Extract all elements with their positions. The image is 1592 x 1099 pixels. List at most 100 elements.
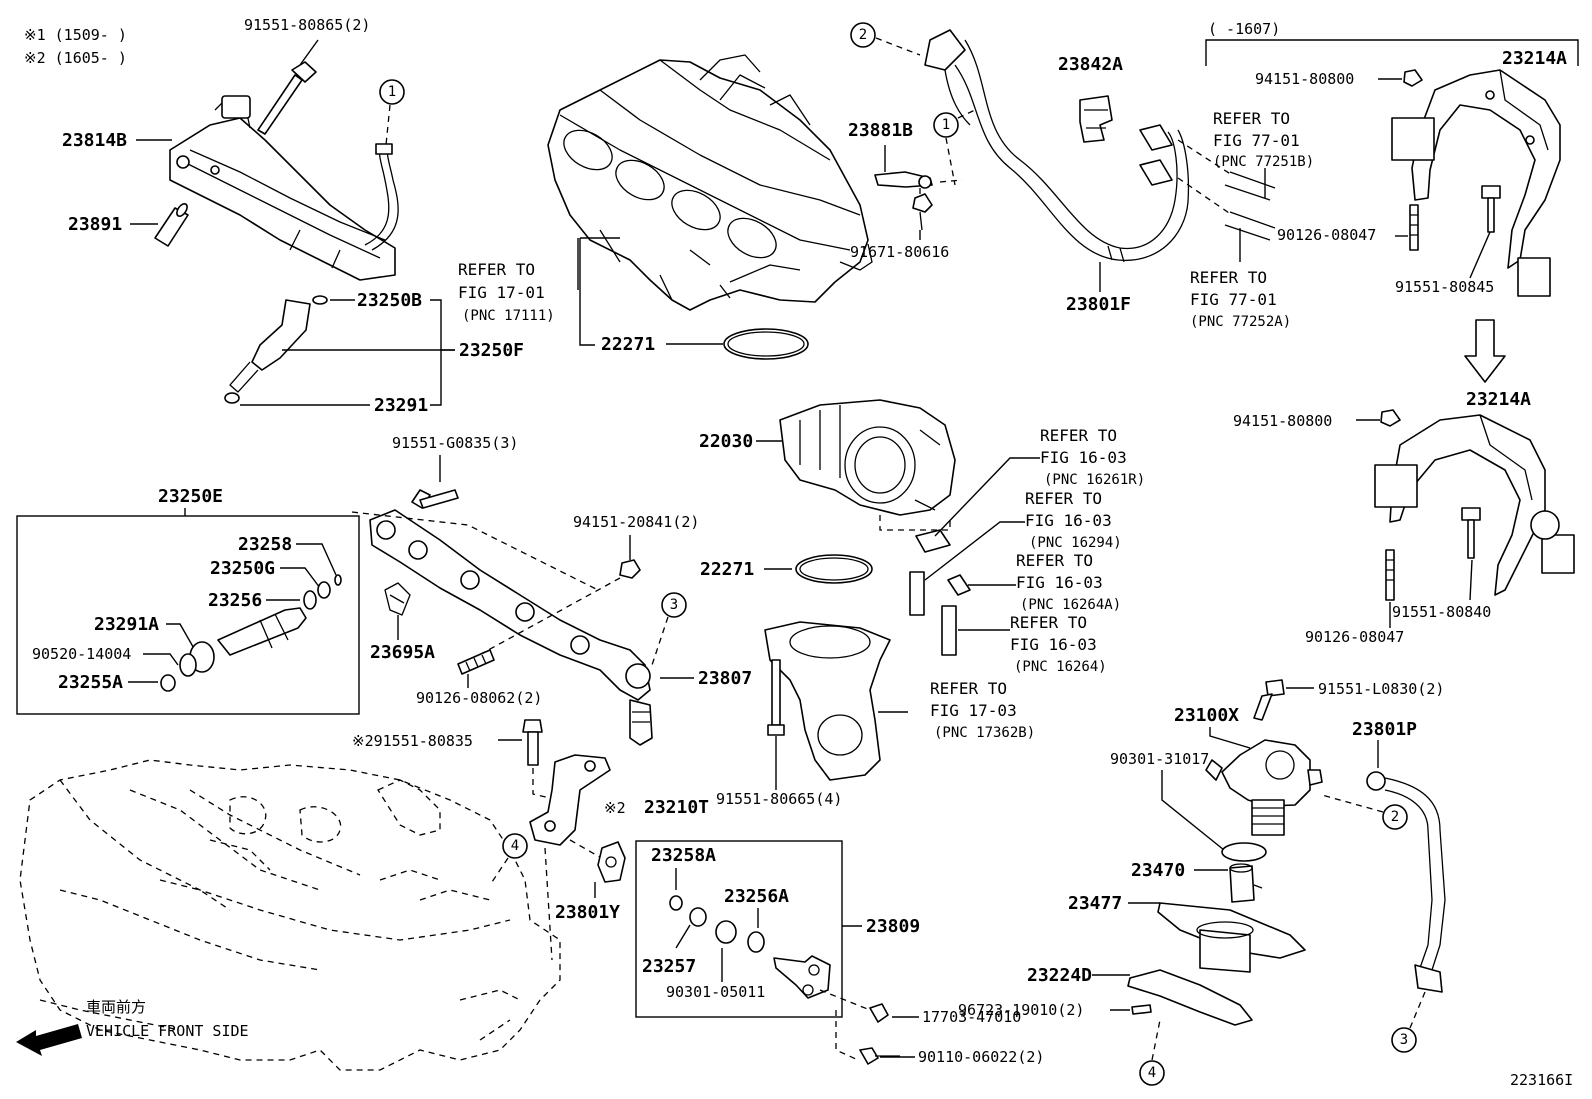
- label-23250B: 23250B: [357, 290, 422, 311]
- ref-77-a-pnc: (PNC 77251B): [1213, 154, 1314, 170]
- label-90301-31017: 90301-31017: [1110, 750, 1209, 768]
- label-90126-08047-lower: 90126-08047: [1305, 628, 1404, 646]
- fuel-pipe-23801P: [1366, 771, 1446, 993]
- label-23250F: 23250F: [459, 340, 524, 361]
- gasket-23224D: [1127, 969, 1253, 1026]
- label-23291: 23291: [374, 395, 428, 416]
- ref-16-b-l2: FIG 16-03: [1025, 511, 1112, 530]
- range-bracket: ( -1607): [1205, 20, 1579, 66]
- ref-fig-16-03-d: REFER TO FIG 16-03 (PNC 16264): [1010, 613, 1107, 675]
- label-23291A: 23291A: [94, 614, 159, 635]
- label-23801Y: 23801Y: [555, 902, 620, 923]
- bolt-91551-80835: [522, 719, 543, 766]
- label-94151-80800-lower: 94151-80800: [1233, 412, 1332, 430]
- ref-17-03-l1: REFER TO: [930, 679, 1007, 698]
- ref-fig-16-03-c: REFER TO FIG 16-03 (PNC 16264A): [1016, 551, 1121, 613]
- oring-90301-31017: [1221, 842, 1267, 862]
- label-23256A: 23256A: [724, 886, 789, 907]
- sensor-kit-box-23809: [635, 840, 843, 1018]
- label-23470: 23470: [1131, 860, 1185, 881]
- label-91551-80845: 91551-80845: [1395, 278, 1494, 296]
- ref-17-03-l2: FIG 17-03: [930, 701, 1017, 720]
- ref-17-01-l2: FIG 17-01: [458, 283, 545, 302]
- label-91551-80665: 91551-80665(4): [716, 790, 842, 808]
- vehicle-front-indicator: 車両前方 VEHICLE FRONT SIDE: [16, 998, 249, 1056]
- label-91551-L0830: 91551-L0830(2): [1318, 680, 1444, 698]
- housing-23477: [1157, 902, 1306, 973]
- circle-1-mid: 1: [942, 117, 950, 133]
- label-23891: 23891: [68, 214, 122, 235]
- ref-fig-17-03: REFER TO FIG 17-03 (PNC 17362B): [930, 679, 1035, 741]
- label-91551-80835: ※291551-80835: [352, 732, 473, 750]
- label-23695A: 23695A: [370, 642, 435, 663]
- label-23881B: 23881B: [848, 120, 913, 141]
- label-91551-80865: 91551-80865(2): [244, 16, 370, 34]
- circle-2-right: 2: [1391, 809, 1399, 825]
- label-23814B: 23814B: [62, 130, 127, 151]
- stud-90126-08047-upper: [1409, 204, 1419, 251]
- gasket-22271-top: [723, 328, 809, 360]
- bolt-91551-G0835: [411, 489, 459, 509]
- fuel-pump-23100X: [1205, 739, 1323, 836]
- vehicle-front-jp: 車両前方: [86, 998, 146, 1016]
- label-23842A: 23842A: [1058, 54, 1123, 75]
- label-90126-08047-upper: 90126-08047: [1277, 226, 1376, 244]
- circle-2-top: 2: [859, 27, 867, 43]
- circle-4-right: 4: [1148, 1065, 1156, 1081]
- bracket-23214A-upper: [1391, 69, 1561, 297]
- label-23214A-lower: 23214A: [1466, 389, 1531, 410]
- circle-1-top: 1: [388, 84, 396, 100]
- engine-block: [19, 759, 561, 1071]
- sensor-kit-parts: [669, 895, 831, 999]
- note-1: ※1 (1509- ): [24, 26, 127, 44]
- drawing-number: 223166I: [1510, 1071, 1573, 1089]
- bracket-23210T: [529, 754, 611, 846]
- label-91551-G0835: 91551-G0835(3): [392, 434, 518, 452]
- ref-16-a-l2: FIG 16-03: [1040, 448, 1127, 467]
- ref-77-a-l1: REFER TO: [1213, 109, 1290, 128]
- pin-96723-19010: [1131, 1004, 1152, 1015]
- stud-90126-08062: [457, 649, 495, 675]
- bolt-91671-80616: [912, 193, 933, 231]
- fuel-rail-23807: [369, 509, 653, 746]
- throttle-body-22030: [779, 399, 956, 516]
- clamp-23881B: [874, 171, 933, 189]
- stud-90126-08047-lower: [1385, 549, 1395, 601]
- label-23256: 23256: [208, 590, 262, 611]
- ref-fig-77-01-a: REFER TO FIG 77-01 (PNC 77251B): [1213, 109, 1314, 170]
- label-91671-80616: 91671-80616: [850, 243, 949, 261]
- label-23477: 23477: [1068, 893, 1122, 914]
- label-23210T: 23210T: [644, 797, 709, 818]
- ref-16-b-l1: REFER TO: [1025, 489, 1102, 508]
- label-94151-20841: 94151-20841(2): [573, 513, 699, 531]
- label-23809: 23809: [866, 916, 920, 937]
- label-23214A-upper: 23214A: [1502, 48, 1567, 69]
- clip-23695A: [384, 582, 411, 616]
- arrow-down: [1464, 319, 1506, 383]
- gasket-22271-mid: [795, 554, 873, 584]
- intake-manifold: [547, 54, 873, 311]
- ref-16-c-pnc: (PNC 16264A): [1020, 597, 1121, 613]
- fuel-pipe-23801F: [924, 29, 1190, 263]
- label-90520-14004: 90520-14004: [32, 645, 131, 663]
- ref-17-01-l1: REFER TO: [458, 260, 535, 279]
- ref-fig-16-03-b: REFER TO FIG 16-03 (PNC 16294): [1025, 489, 1122, 551]
- fuel-hoses-fig-77: [1177, 139, 1276, 241]
- label-96723-19010: 96723-19010(2): [958, 1001, 1084, 1019]
- ref-77-a-l2: FIG 77-01: [1213, 131, 1300, 150]
- ref-16-d-l2: FIG 16-03: [1010, 635, 1097, 654]
- vehicle-front-en: VEHICLE FRONT SIDE: [86, 1022, 249, 1040]
- intake-adapter: [764, 621, 891, 781]
- ref-77-b-pnc: (PNC 77252A): [1190, 314, 1291, 330]
- label-23100X: 23100X: [1174, 705, 1239, 726]
- circle-3-mid: 3: [670, 597, 678, 613]
- ref-fig-16-03-a: REFER TO FIG 16-03 (PNC 16261R): [1040, 426, 1145, 488]
- injector-kit-parts: [160, 574, 342, 692]
- injector-kit-box-23250E: [16, 515, 360, 715]
- label-23258A: 23258A: [651, 845, 716, 866]
- label-23255A: 23255A: [58, 672, 123, 693]
- bolt-91551-L0830: [1253, 679, 1285, 721]
- delivery-pipe-23814B: [169, 95, 396, 281]
- bolt-91551-80840: [1461, 507, 1481, 559]
